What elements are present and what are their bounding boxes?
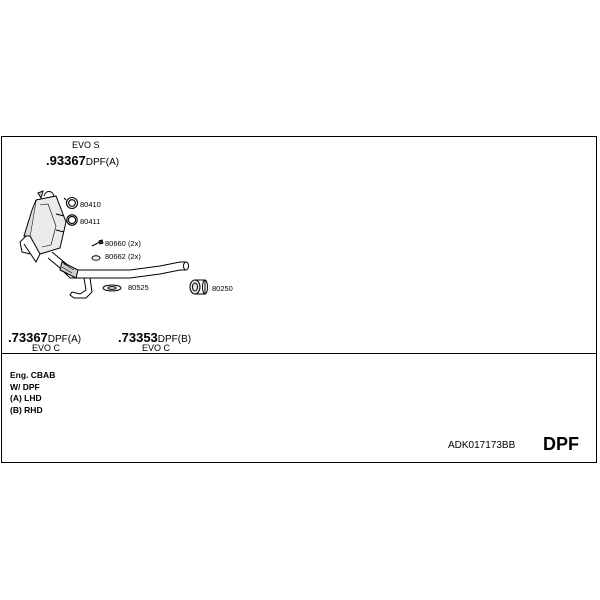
part-b-variant: EVO C: [142, 343, 171, 353]
part-number-b: .73353DPF(B): [118, 330, 191, 346]
ring-80410-shape: [63, 196, 79, 210]
part-a-variant: EVO C: [32, 343, 61, 353]
note-dpf: W/ DPF: [10, 381, 40, 392]
ring-80411-shape: [66, 214, 78, 226]
nut-80662-shape: [91, 255, 101, 261]
pipe-shape: [47, 251, 189, 299]
header-part-main: 93367: [49, 153, 86, 168]
note-engine: Eng. CBAB: [10, 370, 56, 380]
section-divider: [1, 353, 597, 354]
part-a-suffix: DPF(A): [47, 334, 82, 345]
header-part-dot: .: [46, 153, 50, 168]
label-bolt: 80660 (2x): [105, 239, 141, 248]
header-part-suffix: DPF(A): [85, 157, 120, 168]
diagram-frame: [1, 136, 597, 463]
label-gasket: 80525: [128, 283, 149, 292]
bolt-80660-shape: [91, 239, 104, 247]
clamp-80250-shape: [189, 279, 208, 295]
part-a-main: 73367: [11, 330, 48, 345]
part-number-a: .73367DPF(A): [8, 330, 81, 346]
label-ring-bottom: 80411: [80, 217, 101, 226]
part-b-main: 73353: [121, 330, 158, 345]
note-rhd: (B) RHD: [10, 404, 43, 415]
part-a-dot: .: [8, 330, 12, 345]
header-part-number: .93367DPF(A): [46, 153, 119, 169]
gasket-80525-shape: [102, 284, 122, 292]
note-lhd: (A) LHD: [10, 393, 42, 403]
dpf-body-shape: [19, 190, 67, 263]
kit-type: DPF: [543, 434, 579, 454]
label-ring-top: 80410: [80, 200, 101, 209]
part-b-suffix: DPF(B): [157, 334, 192, 345]
header-variant: EVO S: [72, 140, 100, 150]
part-b-dot: .: [118, 330, 122, 345]
label-nut: 80662 (2x): [105, 252, 141, 261]
label-clamp: 80250: [212, 284, 233, 293]
notes-block: Eng. CBAB W/ DPF (A) LHD (B) RHD: [10, 370, 55, 416]
kit-code: ADK017173BB: [448, 440, 516, 451]
